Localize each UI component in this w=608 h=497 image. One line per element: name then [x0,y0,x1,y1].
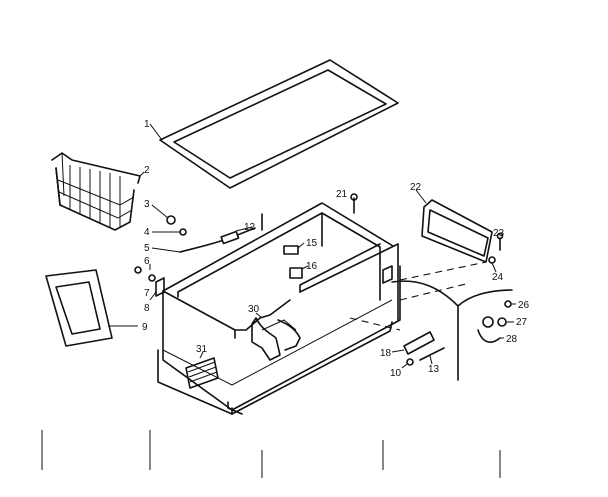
part-28-cord: 28 [477,329,518,345]
callout-2: 2 [144,165,150,176]
part-5-thermostat-tube: 5 [144,227,256,254]
callout-13: 13 [428,364,440,375]
part-31-vent-grille: 31 [185,344,219,389]
assembly-dashed-lines [349,261,487,331]
part-18-drain-plug: 18 [380,331,435,359]
callout-22: 22 [410,182,422,193]
part-22-back-panel: 22 [410,182,493,263]
callout-9: 9 [142,322,148,333]
callout-21: 21 [336,189,348,200]
callout-30: 30 [248,304,260,315]
callout-7: 7 [144,288,150,299]
callout-23: 23 [493,228,505,239]
part-4-screw: 4 [144,227,187,238]
callout-3: 3 [144,199,150,210]
callout-10: 10 [390,368,402,379]
callout-16: 16 [306,261,318,272]
scan-edge-marks [41,430,501,478]
part-13-rod: 13 [419,347,445,375]
callout-1: 1 [144,119,150,130]
part-6-clip: 6 [134,256,151,274]
part-7-washer: 7 [144,274,156,299]
part-9-panel: 9 [45,269,148,347]
part-16-switch: 16 [289,261,318,279]
part-24-clip: 24 [488,256,504,283]
callout-18: 18 [380,348,392,359]
part-27-relay: 27 [482,316,528,328]
callout-4: 4 [144,227,150,238]
part-21-screw: 21 [336,189,358,214]
part-3-knob: 3 [144,199,176,225]
part-12-rod: 12 [235,213,263,233]
callout-15: 15 [306,238,318,249]
part-2-wire-basket: 2 [51,152,150,231]
callout-24: 24 [492,272,504,283]
callout-12: 12 [244,222,256,233]
callout-26: 26 [518,300,530,311]
part-23-screw: 23 [493,228,505,251]
part-1-lid-gasket: 1 [144,59,399,189]
callout-27: 27 [516,317,528,328]
part-26-fitting: 26 [504,300,530,311]
compressor-housing [391,280,513,381]
callout-28: 28 [506,334,518,345]
callout-6: 6 [144,256,150,267]
part-15-lamp: 15 [283,238,318,255]
callout-8: 8 [144,303,150,314]
callout-5: 5 [144,243,150,254]
cabinet-body: 30 [157,202,401,415]
part-10-screw: 10 [390,358,414,379]
callout-31: 31 [196,344,208,355]
